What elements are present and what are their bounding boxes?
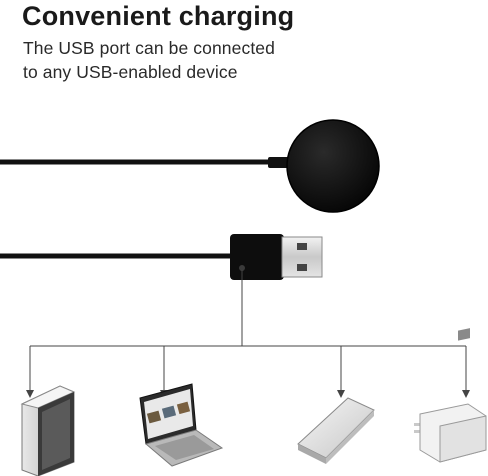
usb-a-plug-icon bbox=[0, 234, 323, 280]
subtitle-line-1: The USB port can be connected bbox=[23, 38, 275, 58]
magnetic-charger-puck-icon bbox=[0, 119, 380, 213]
arrowheads bbox=[26, 390, 470, 398]
page-title: Convenient charging bbox=[22, 1, 295, 31]
subtitle-line-2: to any USB-enabled device bbox=[23, 62, 238, 82]
connection-lines bbox=[29, 270, 467, 394]
usb-wall-adapter-icon bbox=[414, 328, 487, 463]
desktop-pc-tower-icon bbox=[20, 385, 76, 476]
laptop-icon bbox=[139, 383, 224, 467]
power-bank-icon bbox=[297, 397, 375, 464]
